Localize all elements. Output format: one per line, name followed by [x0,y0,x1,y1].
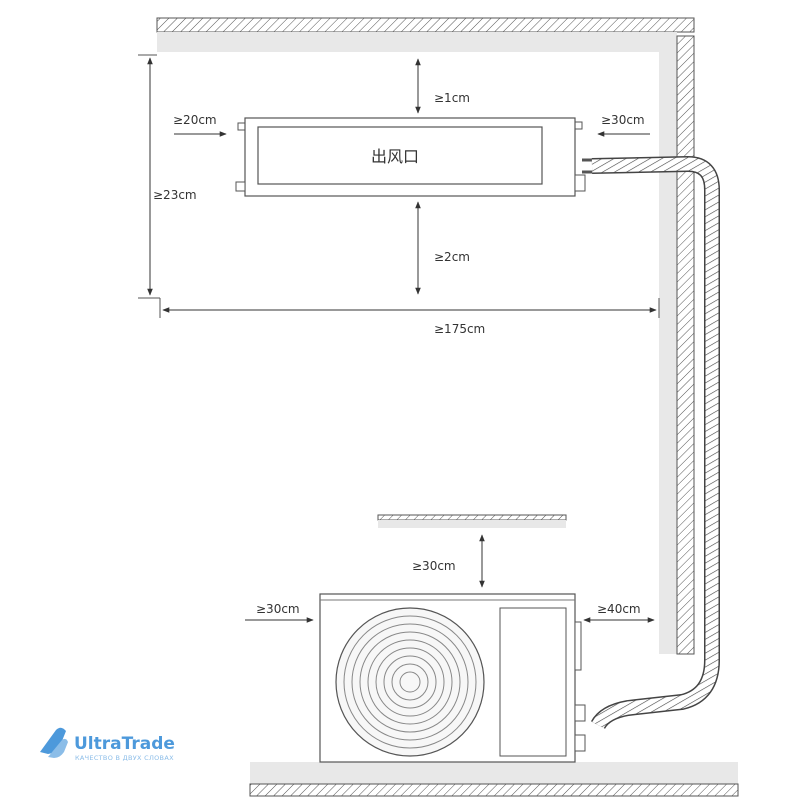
floor [249,762,739,797]
outdoor-left-clearance-label: ≥30cm [256,602,300,616]
clearance-height-label: ≥23cm [153,188,197,202]
right-wall [659,35,695,655]
outdoor-right-clearance-label: ≥40cm [597,602,641,616]
logo-tagline-text: КАЧЕСТВО В ДВУХ СЛОВАХ [75,754,174,762]
logo-emblem-icon [40,727,68,758]
ultratrade-logo: UltraTrade КАЧЕСТВО В ДВУХ СЛОВАХ [40,727,175,762]
clearance-right-label: ≥30cm [601,113,645,127]
ceiling [156,17,695,52]
dimension-lines [138,54,660,623]
outlet-label: 出风口 [371,147,419,166]
fan-grille [335,607,485,757]
clearance-floor-label: ≥175cm [434,322,485,336]
clearance-ceiling-label: ≥1cm [434,91,470,105]
clearance-below-label: ≥2cm [434,250,470,264]
clearance-left-label: ≥20cm [173,113,217,127]
outdoor-top-clearance-label: ≥30cm [412,559,456,573]
overhead-shelf [377,514,567,528]
outdoor-unit [319,593,586,763]
logo-brand-text: UltraTrade [74,734,175,754]
indoor-unit: 出风口 [235,117,596,197]
